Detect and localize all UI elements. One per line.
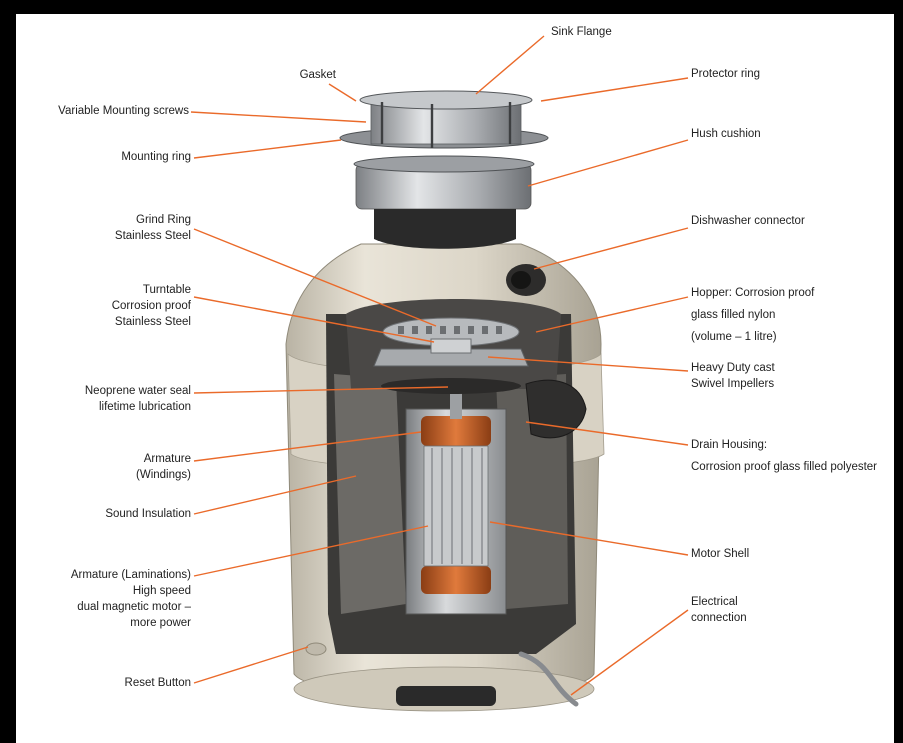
label-armature-laminations-line3: dual magnetic motor – [77,601,191,613]
leader-impellers [487,356,689,372]
label-hopper-line1: Hopper: Corrosion proof [691,287,815,299]
label-armature-windings-line2: (Windings) [136,469,191,481]
leader-grind-ring [193,228,437,327]
leader-neoprene-seal [193,386,449,394]
label-turntable-line1: Turntable [142,284,191,296]
label-turntable-line2: Corrosion proof [111,300,191,312]
leader-gasket [328,83,357,102]
leader-variable-mounting-screws [190,111,367,123]
label-grind-ring-line1: Grind Ring [136,214,191,226]
label-gasket: Gasket [299,69,336,81]
leader-hopper [535,296,689,333]
label-sink-flange: Sink Flange [551,26,612,38]
electrical-cable [518,651,579,707]
label-grind-ring: Grind Ring Stainless Steel [115,212,191,244]
leader-sound-insulation [193,475,357,515]
label-neoprene-seal-line2: lifetime lubrication [98,401,191,413]
leader-motor-shell [489,521,689,556]
label-neoprene-seal: Neoprene water seal lifetime lubrication [85,383,191,415]
label-armature-laminations: Armature (Laminations) High speed dual m… [71,567,191,631]
label-hush-cushion: Hush cushion [691,128,761,140]
label-hopper-line3: (volume – 1 litre) [691,331,777,343]
label-sound-insulation: Sound Insulation [105,508,191,520]
label-armature-windings: Armature (Windings) [136,451,191,483]
label-neoprene-seal-line1: Neoprene water seal [84,385,191,397]
leader-armature-windings [193,431,422,462]
label-turntable: Turntable Corrosion proof Stainless Stee… [112,282,191,330]
label-reset-button: Reset Button [124,677,191,689]
label-electrical-connection-line2: connection [691,612,747,624]
disposer-cutaway-illustration [190,35,689,712]
label-armature-laminations-line2: High speed [132,585,191,597]
label-impellers: Heavy Duty cast Swivel Impellers [691,360,775,392]
leader-electrical-connection [570,609,689,696]
label-armature-laminations-line4: more power [130,617,191,629]
mounting-assembly [339,90,549,249]
label-protector-ring: Protector ring [691,68,761,80]
leader-lines [190,35,689,696]
leader-turntable [193,296,435,343]
label-dishwasher-connector: Dishwasher connector [691,215,805,227]
label-armature-laminations-line1: Armature (Laminations) [70,569,191,581]
cutaway-interior [326,264,587,654]
leader-protector-ring [540,77,689,102]
leader-drain-housing [525,421,689,446]
label-hopper: Hopper: Corrosion proof glass filled nyl… [691,282,814,348]
label-electrical-connection-line1: Electrical [691,596,738,608]
label-mounting-ring: Mounting ring [121,151,191,163]
label-grind-ring-line2: Stainless Steel [114,230,191,242]
reset-button-shape [305,642,327,656]
diagram-panel: Sink Flange Gasket Protector ring Variab… [16,14,894,743]
label-impellers-line1: Heavy Duty cast [691,362,775,374]
label-armature-windings-line1: Armature [143,453,191,465]
leader-dishwasher-connector [533,227,689,270]
label-electrical-connection: Electrical connection [691,594,747,626]
label-impellers-line2: Swivel Impellers [691,378,775,390]
label-turntable-line3: Stainless Steel [114,316,191,328]
label-drain-housing-line1: Drain Housing: [691,439,768,451]
leader-sink-flange [475,35,545,95]
label-variable-mounting-screws: Variable Mounting screws [58,105,189,117]
label-drain-housing-line2: Corrosion proof glass filled polyester [691,461,878,473]
label-hopper-line2: glass filled nylon [691,309,776,321]
leader-mounting-ring [193,139,342,159]
leader-reset-button [193,646,309,684]
leader-hush-cushion [527,139,689,187]
label-drain-housing: Drain Housing: Corrosion proof glass fil… [691,434,877,478]
label-motor-shell: Motor Shell [691,548,750,560]
leader-armature-laminations [193,525,429,577]
